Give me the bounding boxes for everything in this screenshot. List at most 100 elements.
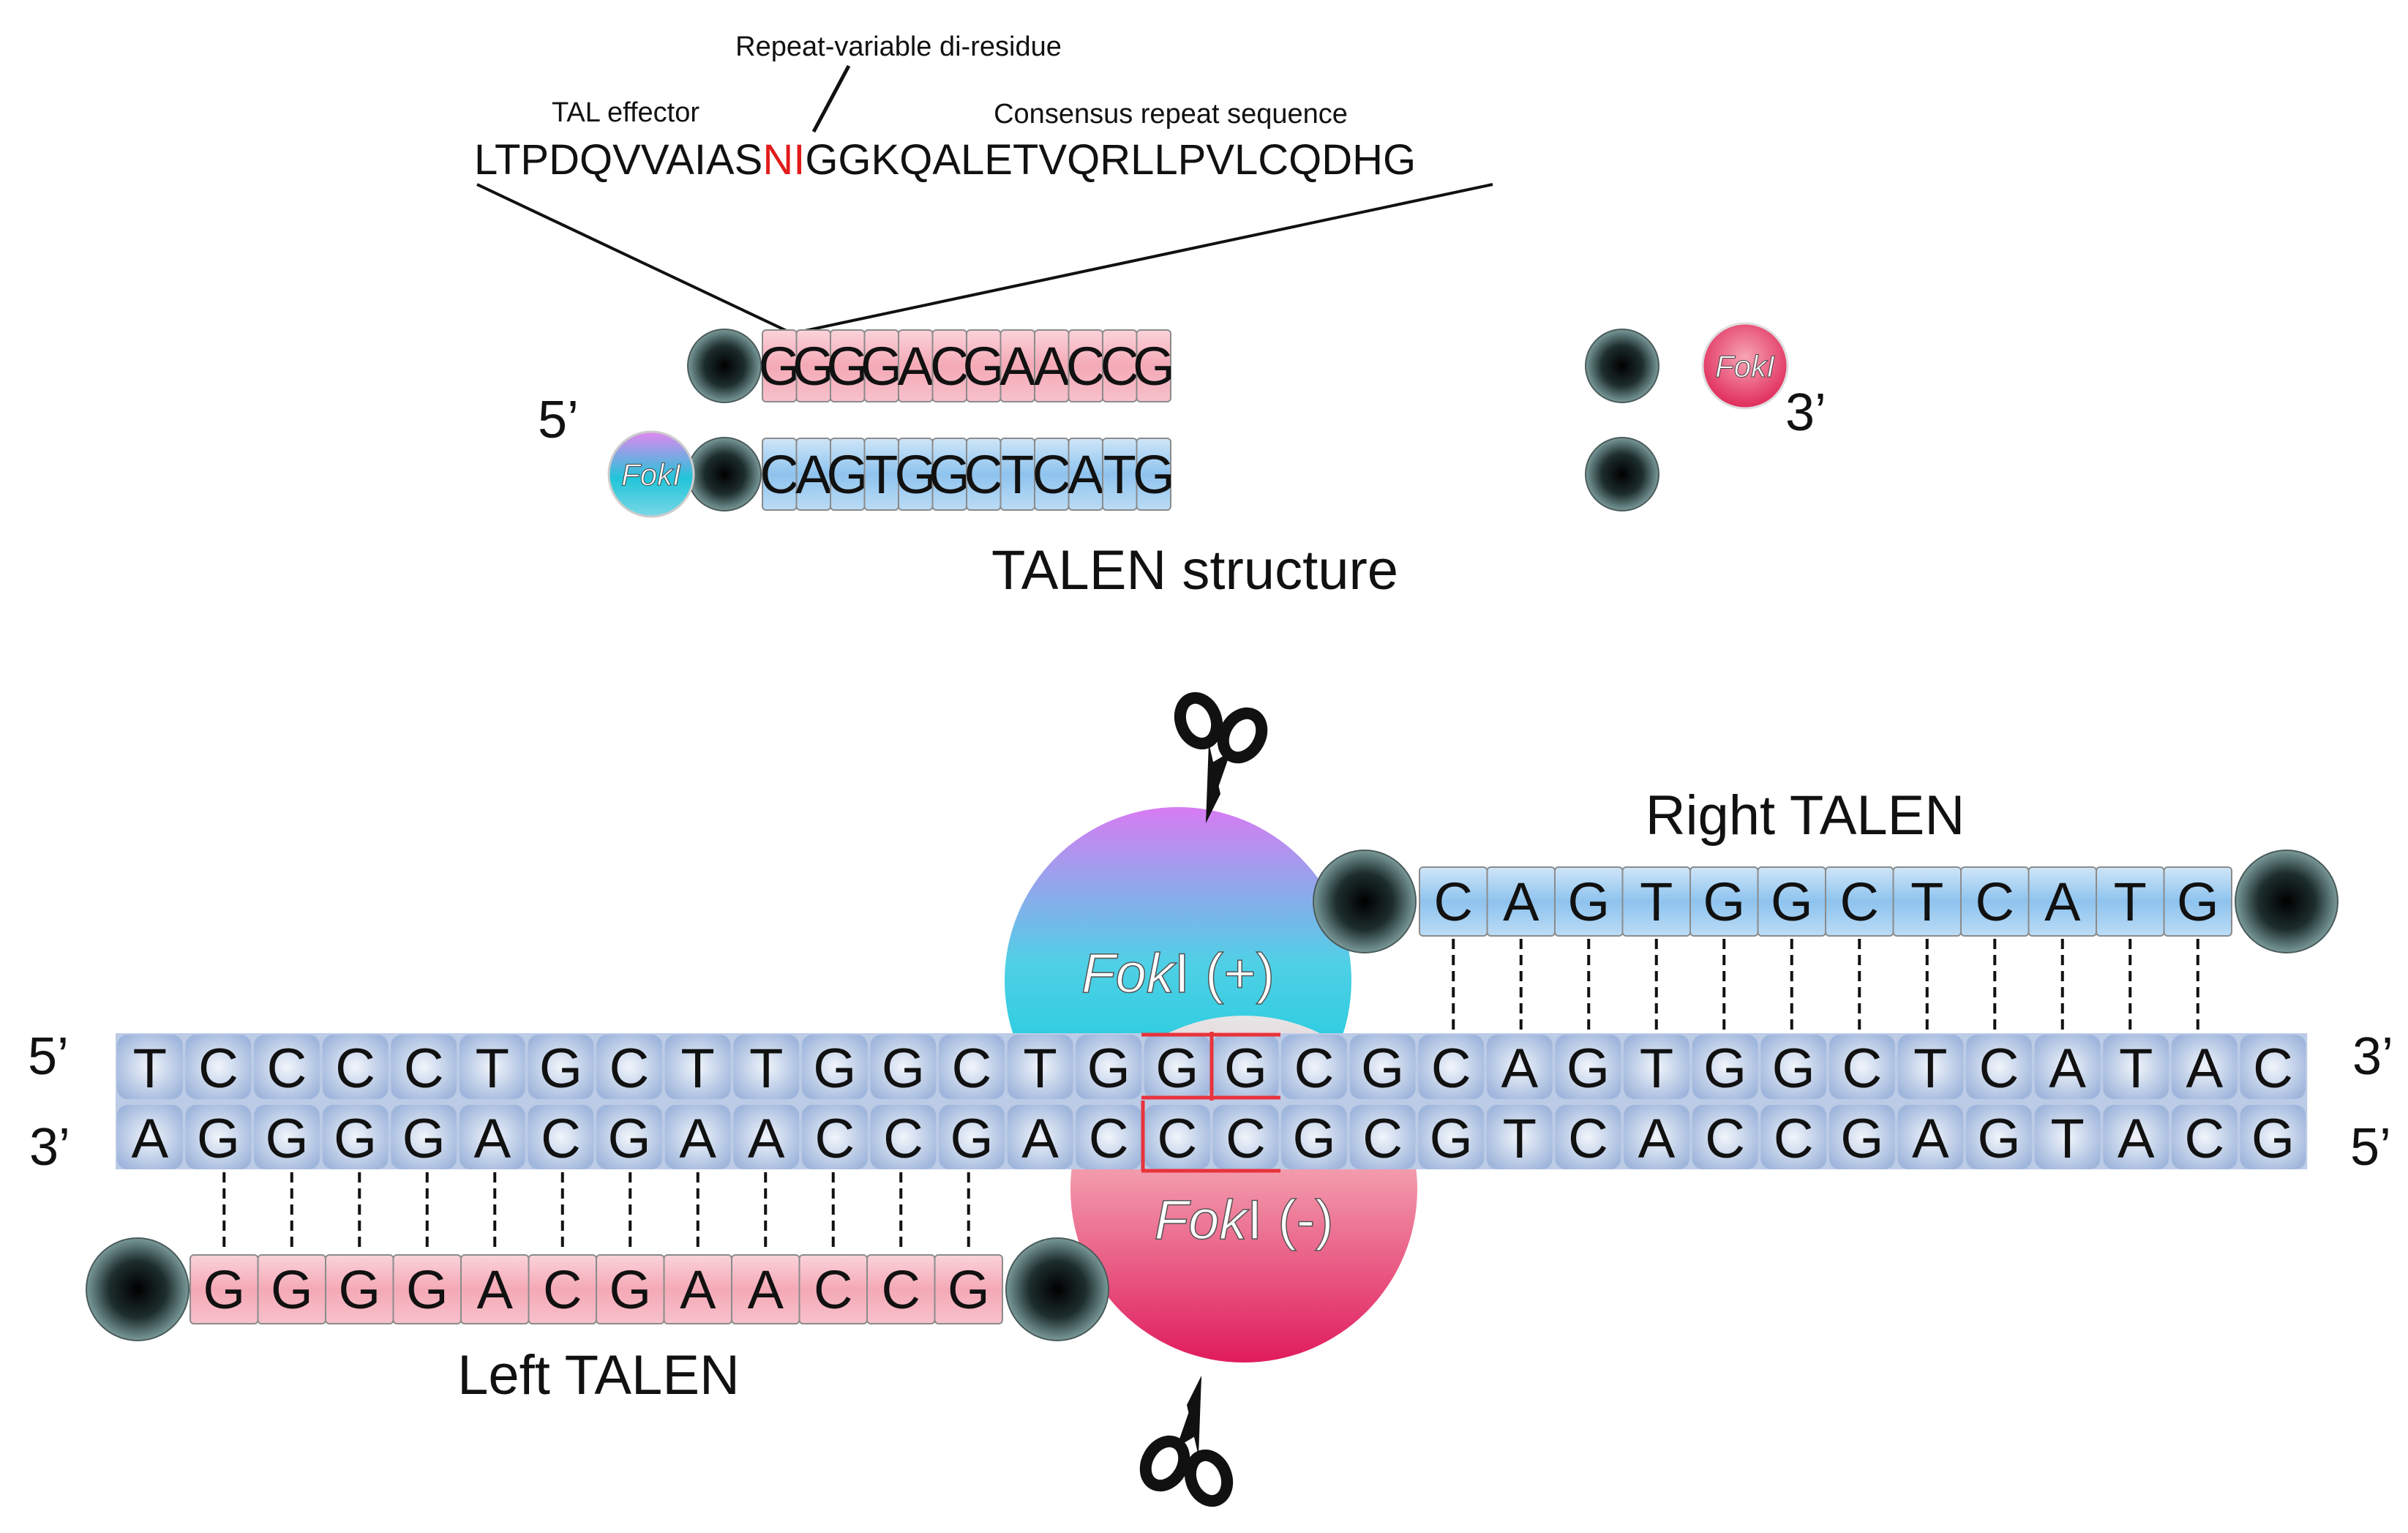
left-talen-repeat-base: G — [609, 1259, 651, 1320]
structure-bottom-repeat-base: G — [894, 444, 937, 505]
right-talen-repeat-base: T — [1910, 872, 1943, 932]
structure-bottom-repeat-base: A — [1068, 444, 1104, 505]
dna-top-cell — [802, 1035, 868, 1099]
dna-bottom-base: C — [2184, 1108, 2224, 1170]
dna-top-cell — [664, 1035, 731, 1099]
dna-bottom-cell — [1760, 1105, 1826, 1169]
dna-top-base: C — [2253, 1038, 2293, 1100]
dna-bottom-base: A — [131, 1108, 168, 1170]
right-talen-repeat-base: C — [1976, 872, 2014, 932]
structure-top-repeat-base: G — [792, 336, 835, 397]
dna-bottom-base: C — [1226, 1108, 1266, 1170]
dna-top-base: T — [476, 1038, 509, 1100]
dna-bottom-3prime-label: 3’ — [29, 1118, 70, 1177]
dna-top-base: G — [1224, 1038, 1267, 1100]
structure-bottom-repeat-base: T — [1001, 444, 1034, 505]
structure-3prime-label: 3’ — [1785, 383, 1826, 442]
dna-bottom-base: G — [197, 1108, 240, 1170]
structure-bottom-repeat-base: G — [929, 444, 971, 505]
left-talen-bead-c — [1005, 1237, 1109, 1341]
dna-top-base: A — [1501, 1038, 1538, 1100]
dna-bottom-cell — [802, 1105, 868, 1169]
structure-bottom-repeat-base: G — [826, 444, 869, 505]
left-talen-repeat-base: G — [338, 1259, 380, 1320]
dna-top-base: G — [1087, 1038, 1130, 1100]
left-talen-repeat-base: G — [948, 1259, 990, 1320]
dna-top-cell — [391, 1035, 457, 1099]
dna-bottom-base: G — [950, 1108, 993, 1170]
dna-top-5prime-label: 5’ — [28, 1027, 69, 1086]
dna-bottom-base: A — [473, 1108, 511, 1170]
foki-minus-italic: Fok — [1155, 1189, 1250, 1251]
dna-top-cell — [2240, 1035, 2306, 1099]
structure-top-repeat-cell — [1136, 329, 1171, 402]
dna-top-base: G — [1567, 1038, 1610, 1100]
dna-bottom-cell — [1692, 1105, 1758, 1169]
dna-top-base: G — [1361, 1038, 1404, 1100]
dna-bottom-cell — [2240, 1105, 2306, 1169]
dna-bottom-cell — [870, 1105, 937, 1169]
dna-top-cell — [1418, 1035, 1484, 1099]
dna-bottom-cell — [2103, 1105, 2169, 1169]
dna-top-cell — [460, 1035, 525, 1099]
dna-top-3prime-label: 3’ — [2352, 1027, 2393, 1086]
structure-top-repeat-base: A — [999, 336, 1036, 397]
left-talen-repeat-base: G — [203, 1259, 245, 1320]
dna-top-cell — [1349, 1035, 1416, 1099]
dna-top-cell — [870, 1035, 937, 1099]
dna-top-cell — [322, 1035, 389, 1099]
dna-top-cell — [2034, 1035, 2101, 1099]
dna-top-base: G — [882, 1038, 925, 1100]
dna-top-cell — [1281, 1035, 1347, 1099]
dna-bottom-cell — [391, 1105, 457, 1169]
left-talen-repeat-base: A — [680, 1259, 716, 1320]
dna-top-base: C — [1431, 1038, 1471, 1100]
dna-bottom-cell — [1007, 1105, 1073, 1169]
right-talen-repeat-base: G — [1771, 872, 1813, 932]
structure-bottom-repeat-base: A — [795, 444, 832, 505]
foki-minus-label: FokI (-) — [1155, 1189, 1334, 1251]
left-talen-repeat-base: A — [748, 1259, 784, 1320]
dna-bottom-cell — [1076, 1105, 1141, 1169]
right-talen-repeat-base: A — [2044, 872, 2081, 932]
dna-top-base: C — [1294, 1038, 1335, 1100]
structure-bottom-repeat-cell — [1136, 438, 1171, 511]
dna-top-base: T — [1913, 1038, 1947, 1100]
left-talen-bead-n — [86, 1237, 190, 1341]
left-talen-repeat-base: G — [406, 1259, 449, 1320]
dna-bottom-cell — [117, 1105, 183, 1169]
dna-bottom-base: G — [1292, 1108, 1335, 1170]
dna-top-base: C — [404, 1038, 444, 1100]
dna-bottom-cell — [1555, 1105, 1621, 1169]
dna-top-base: G — [1772, 1038, 1815, 1100]
scissors-icon-bottom — [1139, 1376, 1234, 1507]
dna-bottom-base: A — [2118, 1108, 2155, 1170]
scissors-icon-top — [1174, 691, 1268, 823]
structure-top-repeat-base: A — [898, 336, 934, 397]
structure-top-bead-n — [687, 329, 762, 403]
dna-top-cell — [1007, 1035, 1073, 1099]
dna-bottom-cell — [185, 1105, 252, 1169]
foki-minus-rest: I (-) — [1247, 1189, 1333, 1251]
dna-bottom-cell — [733, 1105, 799, 1169]
right-talen-repeat-base: G — [2177, 872, 2219, 932]
dna-top-cell — [1760, 1035, 1826, 1099]
dna-top-cell — [2103, 1035, 2169, 1099]
right-talen-repeat-base: G — [1703, 872, 1745, 932]
dna-bottom-base: G — [2251, 1108, 2295, 1170]
dna-top-cell — [1966, 1035, 2032, 1099]
dna-bottom-base: T — [1503, 1108, 1537, 1170]
dna-bottom-cell — [1418, 1105, 1484, 1169]
right-talen-repeat-base: A — [1503, 872, 1539, 932]
dna-bottom-base: C — [1362, 1108, 1403, 1170]
dna-bottom-base: C — [1157, 1108, 1197, 1170]
dna-bottom-cell — [2034, 1105, 2101, 1169]
dna-bottom-base: G — [1977, 1108, 2020, 1170]
right-talen-repeat-base: G — [1567, 872, 1610, 932]
structure-top-repeat-base: G — [758, 336, 800, 397]
foki-domain-bottom — [607, 430, 695, 518]
right-talen-bead-c — [2235, 850, 2338, 953]
